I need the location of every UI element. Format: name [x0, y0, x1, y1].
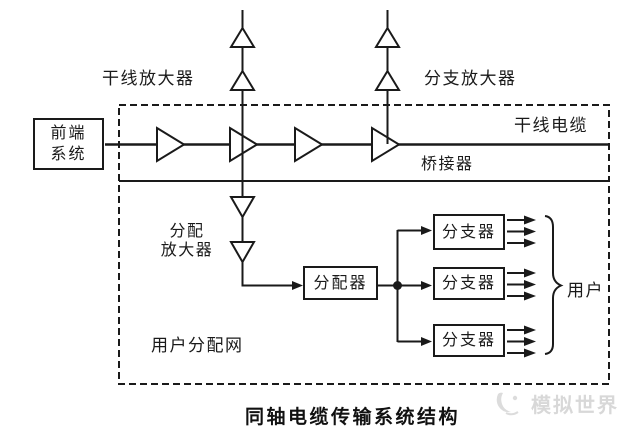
bridger-label: 桥接器: [421, 156, 474, 173]
branch-amplifier-label: 分支放大器: [424, 69, 517, 88]
diagram-caption: 同轴电缆传输系统结构: [245, 407, 461, 428]
trunk-cable-label: 干线电缆: [514, 116, 588, 135]
distribution-amp-symbol-2: [229, 241, 256, 265]
arrowhead-to-splitter: [292, 281, 303, 290]
tap-box-2-label: 分支器: [441, 275, 496, 292]
branch-amp-up-symbol-1b: [229, 69, 256, 91]
tap-box-2: 分支器: [433, 267, 505, 300]
tap-box-3-label: 分支器: [441, 332, 496, 349]
headend-box-label: 前端 系统: [50, 125, 87, 163]
watermark-logo-icon: [496, 392, 519, 415]
tap-output-arrows: [507, 215, 536, 358]
branch-amp-up-symbol-2b: [374, 69, 401, 91]
watermark-text: 模拟世界: [531, 395, 619, 417]
branch-riser-1: [229, 10, 303, 290]
splitter-output-network: [378, 226, 432, 346]
tap-box-1: 分支器: [433, 214, 505, 250]
headend-box: 前端 系统: [33, 118, 104, 170]
users-label: 用户: [567, 281, 604, 300]
watermark: 模拟世界: [494, 389, 619, 418]
bridger-amplifier-symbol: [371, 126, 401, 163]
branch-amp-up-symbol-1a: [229, 26, 256, 48]
trunk-amplifier-symbol-1: [156, 126, 186, 163]
users-brace: [544, 215, 564, 355]
trunk-section-dashed-box: [118, 104, 610, 182]
tap-box-3: 分支器: [433, 324, 505, 357]
tap-box-1-label: 分支器: [441, 223, 496, 241]
branch-riser-2: [374, 10, 401, 144]
distribution-amp-symbol-1: [229, 196, 256, 220]
trunk-amplifier-symbol-3: [294, 126, 324, 163]
user-distribution-network-label: 用户分配网: [151, 336, 244, 355]
splitter-box: 分配器: [303, 266, 378, 300]
branch-amp-up-symbol-2a: [374, 26, 401, 48]
distribution-amplifier-label: 分配 放大器: [160, 223, 214, 259]
user-section-dashed-box: [118, 180, 610, 385]
trunk-amplifier-label: 干线放大器: [102, 69, 195, 88]
splitter-box-label: 分配器: [313, 274, 368, 292]
